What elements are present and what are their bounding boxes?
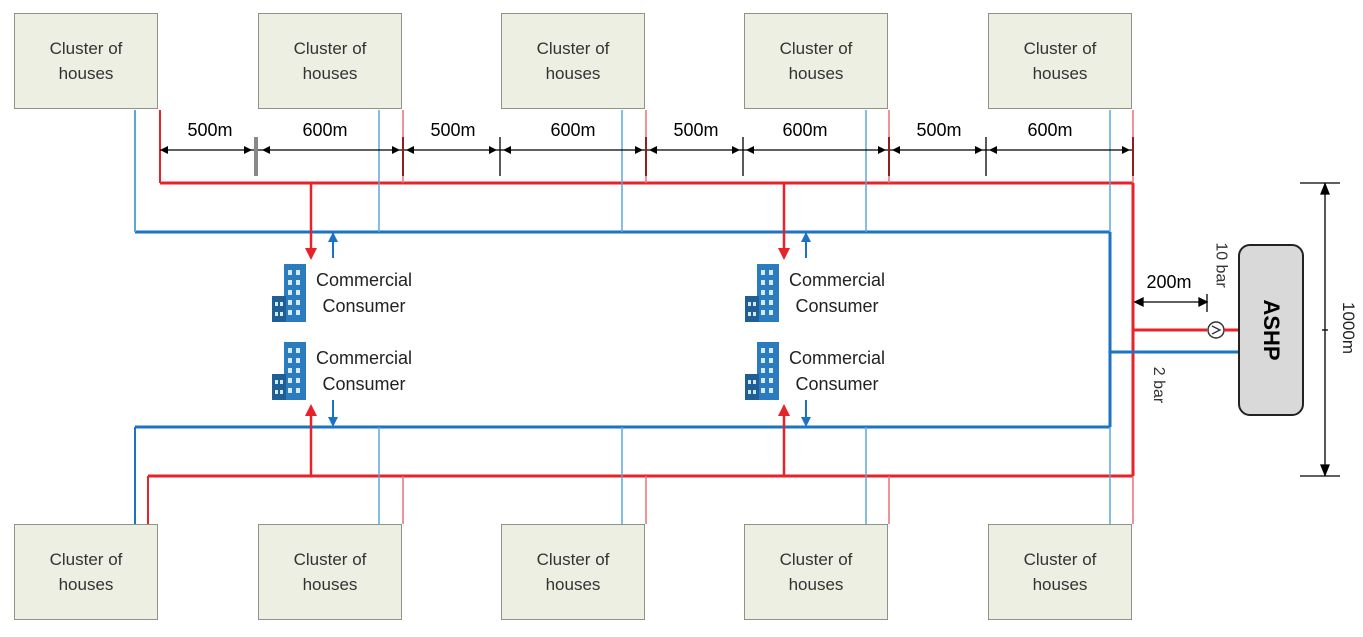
- cluster-label: Cluster of houses: [293, 39, 367, 83]
- segment-label-1: 500m: [187, 120, 233, 140]
- consumer-label: Commercial Consumer: [789, 270, 886, 316]
- segment-label-8: 600m: [1027, 120, 1073, 140]
- segment-label-3: 500m: [430, 120, 476, 140]
- cluster-top-4: Cluster of houses: [744, 13, 888, 109]
- cluster-label: Cluster of houses: [49, 39, 123, 83]
- branch-length-label: 200m: [1146, 272, 1192, 292]
- bottom-cluster-connections: [134, 427, 1134, 524]
- consumer-label: Commercial Consumer: [789, 348, 886, 394]
- commercial-consumer-2: Commercial Consumer: [268, 340, 412, 402]
- cluster-top-1: Cluster of houses: [14, 13, 158, 109]
- segment-label-4: 600m: [550, 120, 596, 140]
- building-icon: [745, 264, 779, 322]
- cluster-bottom-4: Cluster of houses: [744, 524, 888, 620]
- cluster-bottom-5: Cluster of houses: [988, 524, 1132, 620]
- ashp-unit: ASHP: [1238, 244, 1304, 416]
- cluster-bottom-3: Cluster of houses: [501, 524, 645, 620]
- loop-length-label: 1000m: [1338, 302, 1358, 354]
- commercial-consumer-4: Commercial Consumer: [741, 340, 885, 402]
- building-icon: [272, 342, 306, 400]
- cluster-label: Cluster of houses: [536, 39, 610, 83]
- segment-label-2: 600m: [302, 120, 348, 140]
- cluster-label: Cluster of houses: [536, 550, 610, 594]
- loop-dimension: [1300, 182, 1340, 477]
- consumer-label: Commercial Consumer: [316, 348, 413, 394]
- top-dimension-line: [160, 137, 1134, 176]
- consumer-label: Commercial Consumer: [316, 270, 413, 316]
- branch-dimension: [1133, 294, 1209, 312]
- cluster-label: Cluster of houses: [49, 550, 123, 594]
- ashp-label: ASHP: [1259, 299, 1284, 361]
- segment-label-6: 600m: [782, 120, 828, 140]
- pump-icon: [1207, 321, 1238, 339]
- cluster-label: Cluster of houses: [1023, 550, 1097, 594]
- cluster-label: Cluster of houses: [779, 39, 853, 83]
- cluster-bottom-2: Cluster of houses: [258, 524, 402, 620]
- top-cluster-connections: [134, 110, 1134, 232]
- consumer-feeds: [305, 183, 811, 476]
- supply-pressure-label: 10 bar: [1212, 242, 1230, 288]
- return-pressure-label: 2 bar: [1150, 366, 1168, 404]
- commercial-consumer-1: Commercial Consumer: [268, 262, 412, 324]
- cluster-label: Cluster of houses: [779, 550, 853, 594]
- cluster-label: Cluster of houses: [1023, 39, 1097, 83]
- cluster-top-5: Cluster of houses: [988, 13, 1132, 109]
- segment-label-7: 500m: [916, 120, 962, 140]
- commercial-consumer-3: Commercial Consumer: [741, 262, 885, 324]
- cluster-top-3: Cluster of houses: [501, 13, 645, 109]
- cluster-label: Cluster of houses: [293, 550, 367, 594]
- cluster-bottom-1: Cluster of houses: [14, 524, 158, 620]
- segment-label-5: 500m: [673, 120, 719, 140]
- cluster-top-2: Cluster of houses: [258, 13, 402, 109]
- dimension-arrowheads: [160, 146, 1130, 154]
- building-icon: [272, 264, 306, 322]
- building-icon: [745, 342, 779, 400]
